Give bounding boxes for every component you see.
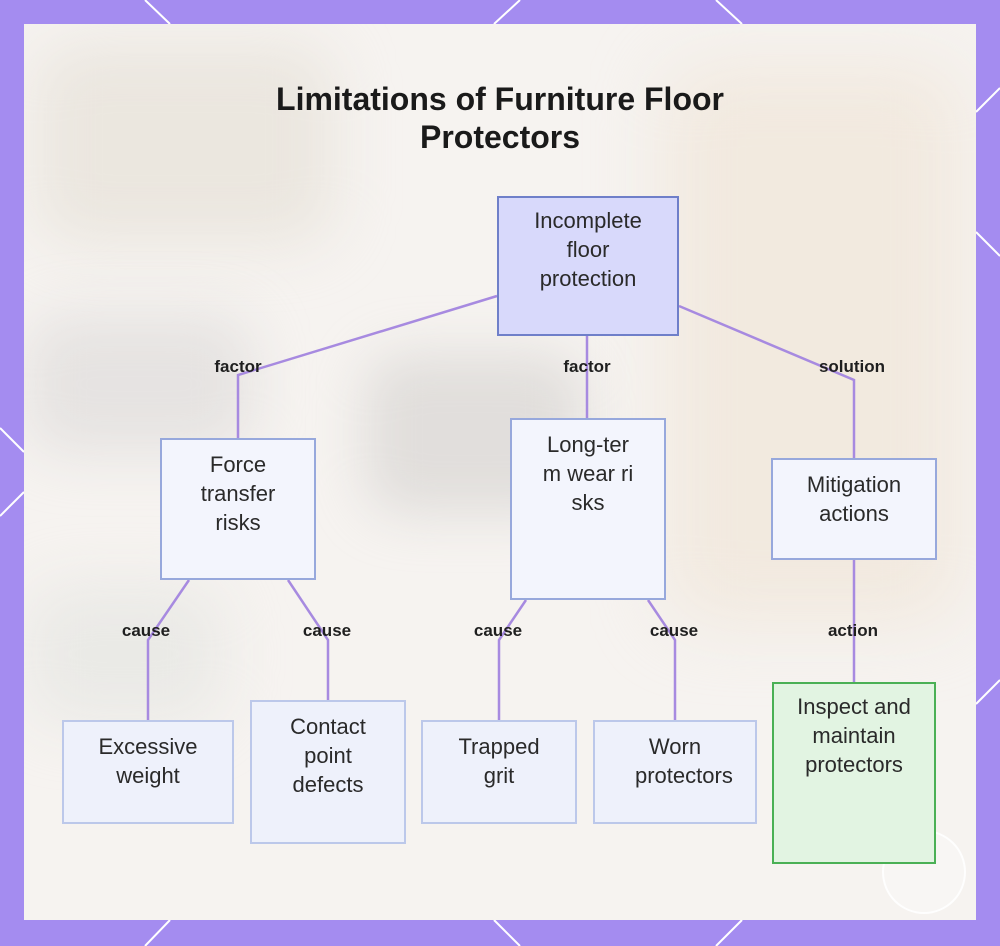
- node-label: Excessive weight: [98, 734, 198, 788]
- edge-label-action: action: [827, 621, 879, 640]
- edge-wear-grit: [497, 599, 528, 720]
- background-blur-shape: [24, 584, 224, 724]
- node-excessive-weight: Excessive weight: [62, 720, 234, 824]
- edge-label-solution: solution: [818, 357, 886, 376]
- edge-wear-worn: [646, 599, 677, 720]
- edge-force-contact: [286, 579, 330, 700]
- edge-label-factor: factor: [214, 357, 262, 376]
- edge-label-cause: cause: [121, 621, 171, 640]
- node-contact-point-defects: Contact point defects: [250, 700, 406, 844]
- diagram-title: Limitations of Furniture Floor Protector…: [276, 81, 724, 155]
- edge-root-mitigation: [678, 304, 856, 458]
- edge-label-cause: cause: [473, 621, 523, 640]
- node-label: Trapped grit: [458, 734, 540, 788]
- node-trapped-grit: Trapped grit: [421, 720, 577, 824]
- background-blur-shape: [34, 44, 334, 244]
- node-label: Inspect and maintain protectors: [797, 694, 911, 777]
- node-force-transfer-risks: Force transfer risks: [160, 438, 316, 580]
- edge-label-cause: cause: [302, 621, 352, 640]
- node-mitigation-actions: Mitigation actions: [771, 458, 937, 560]
- node-worn-protectors: Worn protectors: [593, 720, 757, 824]
- edge-force-weight: [146, 579, 191, 720]
- edge-label-factor: factor: [563, 357, 611, 376]
- edge-root-force: [236, 294, 498, 438]
- edge-label-cause: cause: [649, 621, 699, 640]
- background-blur-shape: [24, 314, 254, 454]
- node-label: Worn protectors: [635, 734, 733, 788]
- node-label: Incomplete floor protection: [534, 208, 642, 291]
- node-inspect-and-maintain-protectors: Inspect and maintain protectors: [772, 682, 936, 864]
- node-long-term-wear-risks: Long-term wear risks: [510, 418, 666, 600]
- node-incomplete-floor-protection: Incomplete floor protection: [497, 196, 679, 336]
- node-label: Mitigation actions: [806, 472, 902, 526]
- node-label: Long-term wear risks: [542, 432, 634, 515]
- node-label: Contact point defects: [290, 714, 366, 797]
- node-label: Force transfer risks: [200, 452, 276, 535]
